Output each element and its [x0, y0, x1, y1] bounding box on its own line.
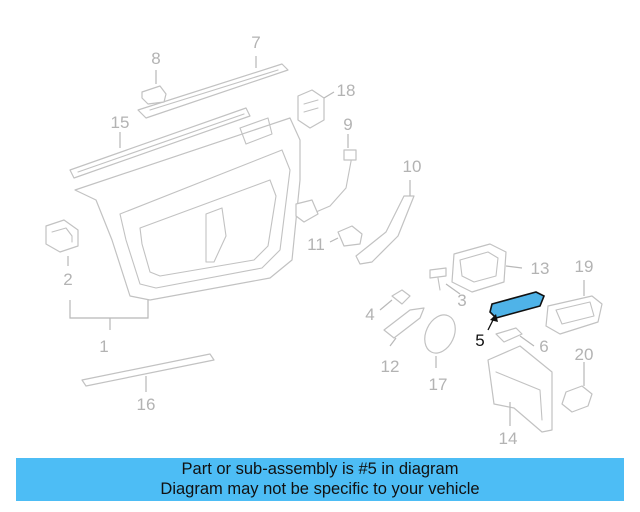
- part-13-handle-housing: [451, 243, 507, 293]
- callout-3: 3: [457, 291, 466, 310]
- callout-8: 8: [151, 49, 160, 68]
- callout-17: 17: [429, 375, 448, 394]
- part-9-rod: [295, 149, 357, 223]
- parts-diagram: 1 2 3 4 5 6 7 8 9 10 11 12 13 14 15 16 1…: [45, 33, 603, 448]
- callout-14: 14: [499, 429, 518, 448]
- part-8-clip: [141, 85, 167, 105]
- part-11-clip: [337, 225, 363, 247]
- part-19-switch-panel: [545, 295, 603, 335]
- callout-15: 15: [111, 113, 130, 132]
- callout-9: 9: [343, 115, 352, 134]
- part-7-belt-molding: [137, 63, 289, 119]
- callout-16: 16: [137, 395, 156, 414]
- callout-13: 13: [531, 259, 550, 278]
- part-4-push-pin: [391, 289, 411, 305]
- part-6-cover: [495, 327, 523, 343]
- callout-20: 20: [575, 345, 594, 364]
- leader-lines: [67, 56, 585, 426]
- part-14-map-pocket: [487, 345, 553, 433]
- callout-10: 10: [403, 157, 422, 176]
- banner-line-disclaimer: Diagram may not be specific to your vehi…: [160, 480, 480, 498]
- part-12-bezel: [383, 307, 425, 339]
- callout-11: 11: [307, 235, 325, 254]
- callout-2: 2: [63, 270, 72, 289]
- part-5-handle-cover: [487, 291, 546, 331]
- part-16-strip: [81, 353, 215, 387]
- part-3-screw: [429, 267, 447, 291]
- part-20-bracket: [561, 385, 593, 413]
- callout-19: 19: [575, 257, 594, 276]
- callout-18: 18: [337, 81, 356, 100]
- callout-12: 12: [381, 357, 400, 376]
- part-2-connector: [45, 219, 79, 253]
- info-banner: Part or sub-assembly is #5 in diagram Di…: [16, 458, 624, 501]
- callout-4: 4: [365, 305, 374, 324]
- part-18-bracket: [297, 89, 325, 129]
- banner-line-part: Part or sub-assembly is #5 in diagram: [181, 460, 459, 478]
- part-10-strip: [355, 195, 415, 265]
- callout-5: 5: [475, 331, 484, 350]
- callout-1: 1: [99, 337, 108, 356]
- callout-6: 6: [539, 337, 548, 356]
- callout-7: 7: [251, 33, 260, 52]
- part-1-door-trim-panel: [74, 117, 301, 301]
- part-15-weatherstrip: [69, 107, 251, 179]
- part-17-grille: [424, 314, 456, 354]
